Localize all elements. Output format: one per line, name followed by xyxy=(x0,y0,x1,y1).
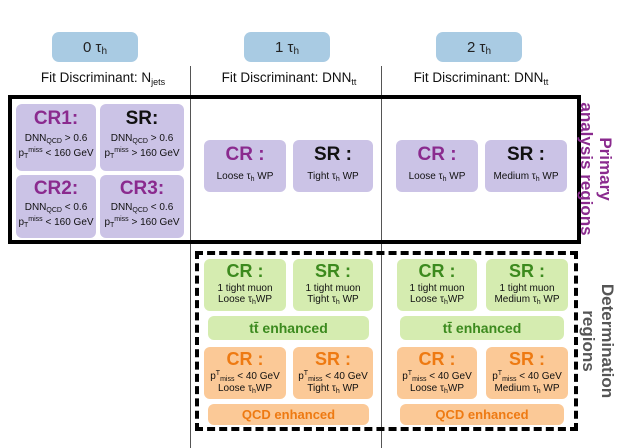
tt-cr-2tau-line2: Loose τhWP xyxy=(410,294,464,306)
qcd-cr-2tau-line1: pTmiss < 40 GeV xyxy=(402,370,472,383)
determination-label-line2: regions xyxy=(579,310,598,372)
discriminant-1tau-text: Fit Discriminant: DNN xyxy=(221,70,352,85)
header-2tau-symbol: τ xyxy=(479,38,486,56)
cr1-label: CR1: xyxy=(33,108,79,129)
column-divider-2 xyxy=(381,66,382,448)
qcd-sr-1tau-line2: Tight τh WP xyxy=(307,383,359,395)
header-2tau-count: 2 xyxy=(466,38,476,56)
cr2-label: CR2: xyxy=(33,178,79,199)
tt-cr-2tau-label: CR : xyxy=(418,261,456,281)
cr2-condition-2: pTmiss < 160 GeV xyxy=(18,216,94,229)
determination-regions-frame xyxy=(195,251,578,431)
sr-1tau-box: SR : Tight τh WP xyxy=(293,140,373,192)
tt-enhanced-banner-1tau: tt̄ enhanced xyxy=(208,316,369,340)
tt-sr-1tau-label: SR : xyxy=(315,261,351,281)
determination-label-line1: Determination xyxy=(598,283,617,399)
sr0-condition-2: pTmiss > 160 GeV xyxy=(104,147,180,160)
qcd-cr-1tau-label: CR : xyxy=(226,349,264,369)
sr-2tau-box: SR : Medium τh WP xyxy=(485,140,567,192)
discriminant-1tau-sub: tt xyxy=(351,77,357,87)
sr-1tau-condition: Tight τh WP xyxy=(307,171,359,183)
cr-1tau-box: CR : Loose τh WP xyxy=(204,140,286,192)
header-1tau-count: 1 xyxy=(274,38,284,56)
qcd-sr-1tau-label: SR : xyxy=(315,349,351,369)
qcd-cr-1tau-line2: Loose τhWP xyxy=(218,383,272,395)
column-divider-1 xyxy=(190,66,191,448)
header-2tau-sub: h xyxy=(485,45,491,57)
sr0-label: SR: xyxy=(125,108,159,129)
qcd-cr-2tau-line2: Loose τhWP xyxy=(410,383,464,395)
sr-2tau-condition: Medium τh WP xyxy=(493,171,559,183)
cr2-box: CR2: DNNQCD < 0.6 pTmiss < 160 GeV xyxy=(16,175,96,238)
primary-label-line2: analysis regions xyxy=(577,102,596,236)
cr3-condition-1: DNNQCD < 0.6 xyxy=(110,202,174,214)
qcd-cr-2tau-label: CR : xyxy=(418,349,456,369)
qcd-sr-1tau-box: SR : pTmiss < 40 GeV Tight τh WP xyxy=(293,347,373,399)
cr3-condition-2: pTmiss > 160 GeV xyxy=(104,216,180,229)
qcd-cr-1tau-line1: pTmiss < 40 GeV xyxy=(210,370,280,383)
header-0tau-count: 0 xyxy=(82,38,92,56)
tt-cr-2tau-line1: 1 tight muon xyxy=(409,283,465,294)
tt-enhanced-banner-2tau: tt̄ enhanced xyxy=(400,316,564,340)
qcd-sr-2tau-box: SR : pTmiss < 40 GeV Medium τh WP xyxy=(486,347,568,399)
cr1-condition-2: pTmiss < 160 GeV xyxy=(18,147,94,160)
sr0-condition-1: DNNQCD > 0.6 xyxy=(110,133,174,145)
determination-regions-label: Determination regions xyxy=(579,261,617,421)
tt-sr-1tau-box: SR : 1 tight muon Tight τh WP xyxy=(293,259,373,311)
tt-cr-2tau-box: CR : 1 tight muon Loose τhWP xyxy=(397,259,477,311)
discriminant-0tau-sub: jets xyxy=(151,77,166,87)
cr-1tau-label: CR : xyxy=(225,144,265,165)
header-1tau-sub: h xyxy=(293,45,299,57)
header-0tau-sub: h xyxy=(101,45,107,57)
discriminant-0tau-text: Fit Discriminant: N xyxy=(40,70,152,85)
qcd-sr-1tau-line1: pTmiss < 40 GeV xyxy=(298,370,368,383)
cr3-label: CR3: xyxy=(119,178,165,199)
discriminant-0tau: Fit Discriminant: Njets xyxy=(18,70,188,87)
cr2-condition-1: DNNQCD < 0.6 xyxy=(24,202,88,214)
cr1-condition-1: DNNQCD > 0.6 xyxy=(24,133,88,145)
primary-label-line1: Primary xyxy=(596,137,615,201)
cr-1tau-condition: Loose τh WP xyxy=(216,171,274,183)
cr-2tau-label: CR : xyxy=(417,144,457,165)
primary-regions-frame xyxy=(8,95,581,244)
qcd-enhanced-banner-2tau: QCD enhanced xyxy=(400,404,564,425)
tt-sr-1tau-line2: Tight τh WP xyxy=(307,294,359,306)
sr-1tau-label: SR : xyxy=(314,144,352,165)
cr3-box: CR3: DNNQCD < 0.6 pTmiss > 160 GeV xyxy=(100,175,184,238)
qcd-sr-2tau-line1: pTmiss < 40 GeV xyxy=(492,370,562,383)
qcd-cr-2tau-box: CR : pTmiss < 40 GeV Loose τhWP xyxy=(397,347,477,399)
header-0tau-symbol: τ xyxy=(95,38,102,56)
discriminant-1tau: Fit Discriminant: DNNtt xyxy=(200,70,378,87)
tt-sr-1tau-line1: 1 tight muon xyxy=(305,283,361,294)
cr1-box: CR1: DNNQCD > 0.6 pTmiss < 160 GeV xyxy=(16,104,96,171)
qcd-enhanced-banner-1tau: QCD enhanced xyxy=(208,404,369,425)
qcd-cr-1tau-box: CR : pTmiss < 40 GeV Loose τhWP xyxy=(204,347,286,399)
discriminant-2tau: Fit Discriminant: DNNtt xyxy=(392,70,570,87)
tt-cr-1tau-box: CR : 1 tight muon Loose τhWP xyxy=(204,259,286,311)
qcd-sr-2tau-line2: Medium τh WP xyxy=(494,383,560,395)
tt-sr-2tau-line2: Medium τh WP xyxy=(494,294,560,306)
sr-2tau-label: SR : xyxy=(507,144,545,165)
tt-sr-2tau-box: SR : 1 tight muon Medium τh WP xyxy=(486,259,568,311)
tt-sr-2tau-line1: 1 tight muon xyxy=(499,283,555,294)
discriminant-2tau-sub: tt xyxy=(543,77,549,87)
header-1tau-symbol: τ xyxy=(287,38,294,56)
sr0-box: SR: DNNQCD > 0.6 pTmiss > 160 GeV xyxy=(100,104,184,171)
cr-2tau-box: CR : Loose τh WP xyxy=(396,140,478,192)
discriminant-2tau-text: Fit Discriminant: DNN xyxy=(413,70,544,85)
cr-2tau-condition: Loose τh WP xyxy=(408,171,466,183)
primary-regions-label: Primary analysis regions xyxy=(577,69,615,269)
tt-sr-2tau-label: SR : xyxy=(509,261,545,281)
qcd-sr-2tau-label: SR : xyxy=(509,349,545,369)
tt-cr-1tau-line2: Loose τhWP xyxy=(218,294,272,306)
tt-cr-1tau-line1: 1 tight muon xyxy=(217,283,273,294)
tt-cr-1tau-label: CR : xyxy=(226,261,264,281)
